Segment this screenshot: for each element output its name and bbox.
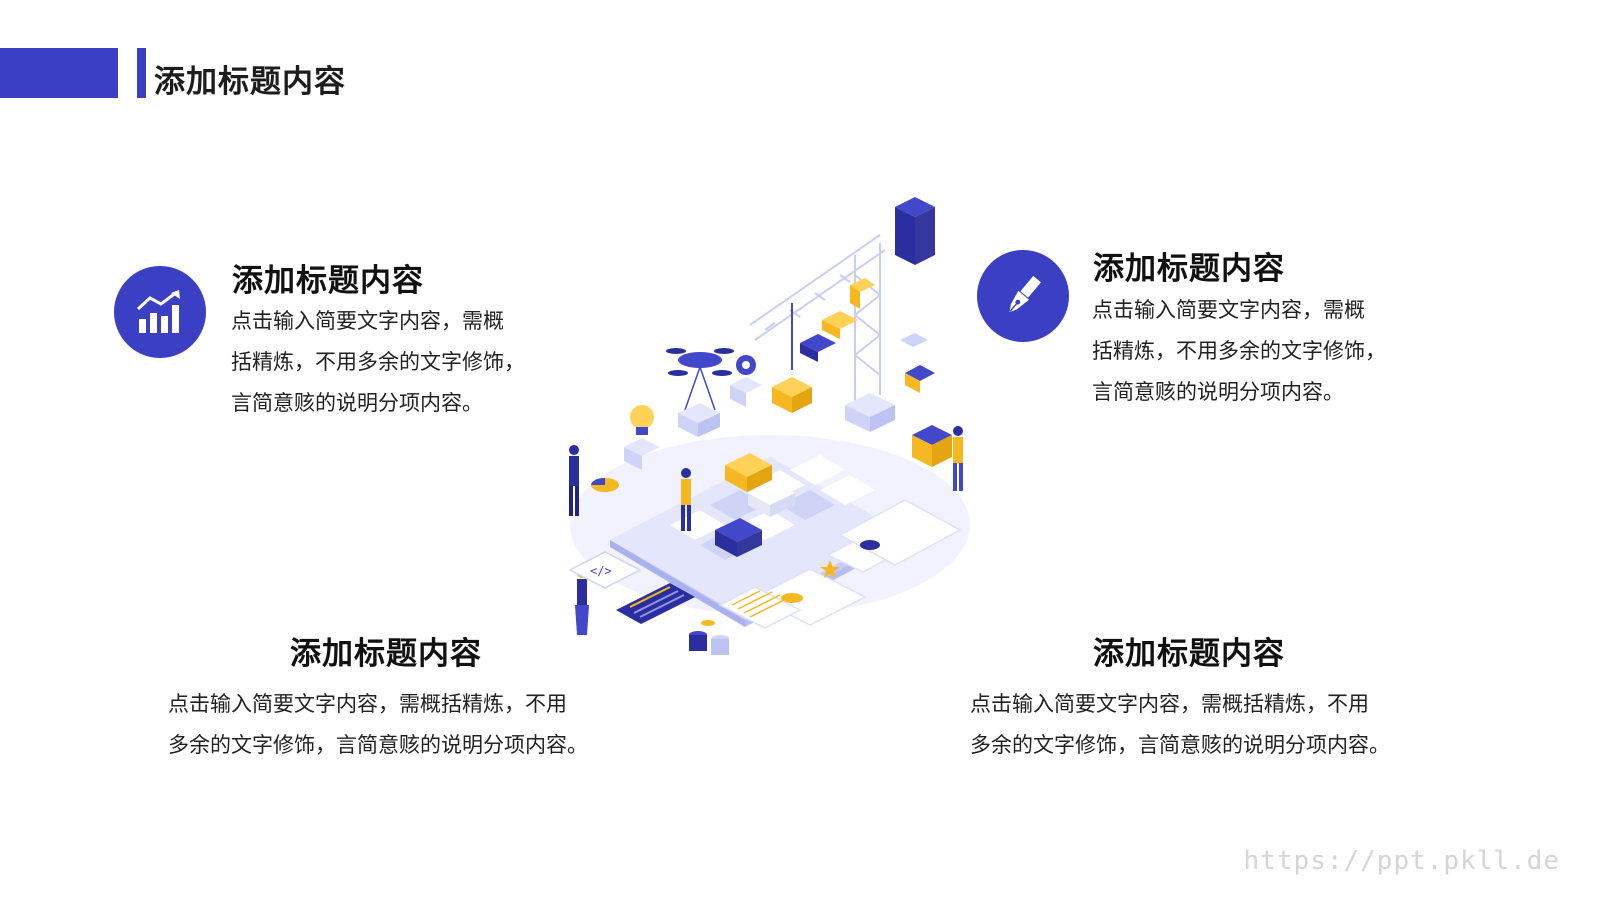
block-4-title: 添加标题内容 xyxy=(1093,636,1285,672)
block-4-line-2: 多余的文字修饰，言简意赅的说明分项内容。 xyxy=(970,733,1390,757)
block-1-line-1: 点击输入简要文字内容，需概 xyxy=(231,309,504,333)
block-3-line-1: 点击输入简要文字内容，需概括精炼，不用 xyxy=(168,692,567,716)
svg-text:</>: </> xyxy=(590,564,612,578)
block-3-text: 点击输入简要文字内容，需概括精炼，不用 多余的文字修饰，言简意赅的说明分项内容。 xyxy=(168,684,588,766)
bar-chart-trend-icon xyxy=(114,266,206,358)
page-title: 添加标题内容 xyxy=(154,64,346,100)
block-4-text: 点击输入简要文字内容，需概括精炼，不用 多余的文字修饰，言简意赅的说明分项内容。 xyxy=(970,684,1390,766)
block-1-line-3: 言简意赅的说明分项内容。 xyxy=(231,391,483,415)
people xyxy=(569,426,963,635)
block-1-title: 添加标题内容 xyxy=(232,263,424,299)
header-accent-bar xyxy=(137,48,146,98)
block-2-line-3: 言简意赅的说明分项内容。 xyxy=(1092,380,1344,404)
block-3-line-2: 多余的文字修饰，言简意赅的说明分项内容。 xyxy=(168,733,588,757)
block-3-title: 添加标题内容 xyxy=(290,636,482,672)
crane xyxy=(749,234,886,405)
block-1-line-2: 括精炼，不用多余的文字修饰， xyxy=(231,350,525,374)
pen-nib-icon xyxy=(977,250,1069,342)
header-accent-block xyxy=(0,48,118,98)
block-2-title: 添加标题内容 xyxy=(1093,251,1285,287)
isometric-tech-illustration: </> xyxy=(568,197,970,655)
block-2-text: 点击输入简要文字内容，需概 括精炼，不用多余的文字修饰， 言简意赅的说明分项内容… xyxy=(1092,290,1386,413)
block-4-line-1: 点击输入简要文字内容，需概括精炼，不用 xyxy=(970,692,1369,716)
block-1-text: 点击输入简要文字内容，需概 括精炼，不用多余的文字修饰， 言简意赅的说明分项内容… xyxy=(231,301,525,424)
block-2-line-2: 括精炼，不用多余的文字修饰， xyxy=(1092,339,1386,363)
block-2-line-1: 点击输入简要文字内容，需概 xyxy=(1092,298,1365,322)
drone xyxy=(666,348,734,437)
watermark: https://ppt.pkll.de xyxy=(1243,846,1560,876)
